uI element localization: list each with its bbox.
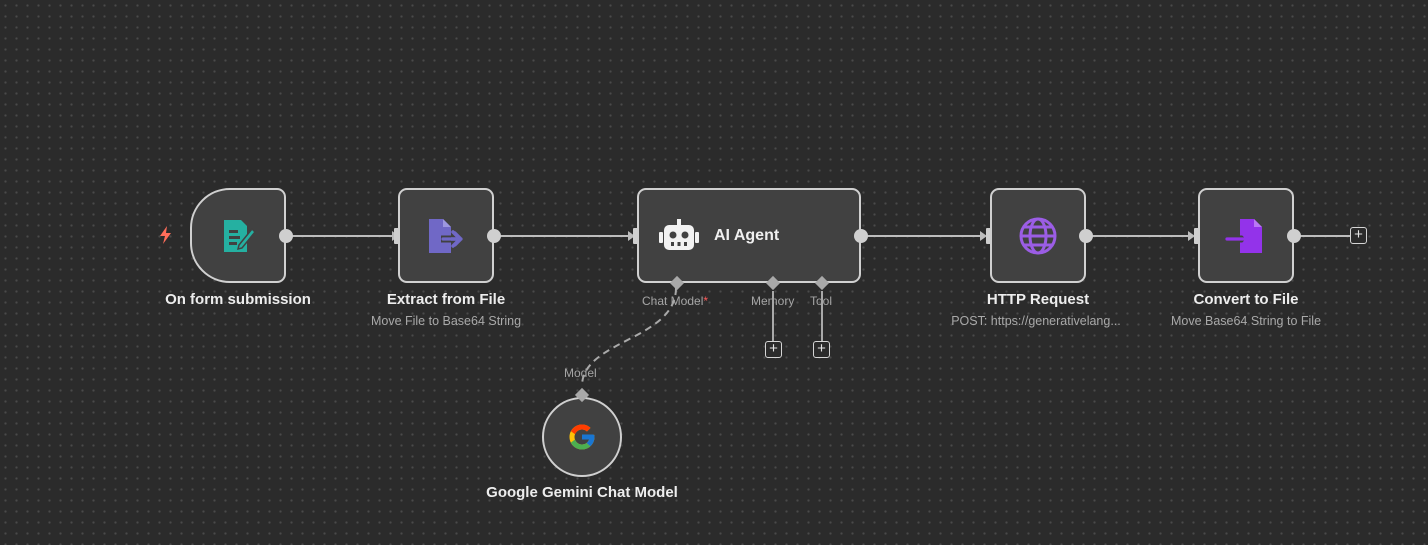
node-http-request[interactable] bbox=[990, 188, 1086, 283]
http-output-handle[interactable] bbox=[1079, 229, 1093, 243]
convert-output-handle[interactable] bbox=[1287, 229, 1301, 243]
google-icon bbox=[567, 422, 597, 452]
node-ai-agent[interactable]: AI Agent bbox=[637, 188, 861, 283]
chat-model-port-label: Chat Model* bbox=[642, 294, 709, 308]
agent-input-handle[interactable] bbox=[633, 228, 639, 244]
add-node-button[interactable]: + bbox=[1350, 227, 1367, 244]
add-memory-button[interactable]: + bbox=[765, 341, 782, 358]
node-gemini-title: Google Gemini Chat Model bbox=[486, 484, 678, 501]
model-port-label: Model bbox=[564, 366, 597, 380]
node-extract-from-file[interactable] bbox=[398, 188, 494, 283]
http-input-handle[interactable] bbox=[986, 228, 992, 244]
connection-arrow bbox=[980, 231, 987, 241]
globe-icon bbox=[1018, 216, 1058, 256]
form-trigger-output-handle[interactable] bbox=[279, 229, 293, 243]
extract-output-handle[interactable] bbox=[487, 229, 501, 243]
form-document-icon bbox=[219, 217, 257, 255]
memory-port-label: Memory bbox=[751, 294, 795, 308]
agent-output-handle[interactable] bbox=[854, 229, 868, 243]
extract-input-handle[interactable] bbox=[394, 228, 400, 244]
connection-arrow bbox=[628, 231, 635, 241]
convert-input-handle[interactable] bbox=[1194, 228, 1200, 244]
node-extract-subtitle: Move File to Base64 String bbox=[370, 314, 522, 328]
connection-arrow bbox=[1188, 231, 1195, 241]
file-import-icon bbox=[1224, 217, 1268, 255]
node-extract-title: Extract from File bbox=[386, 291, 506, 308]
file-export-icon bbox=[425, 217, 467, 255]
node-google-gemini[interactable] bbox=[542, 397, 622, 477]
connection-gemini-to-agent bbox=[581, 287, 677, 387]
node-ai-agent-title: AI Agent bbox=[714, 227, 780, 244]
add-tool-button[interactable]: + bbox=[813, 341, 830, 358]
node-convert-subtitle: Move Base64 String to File bbox=[1170, 314, 1322, 328]
node-form-trigger[interactable] bbox=[190, 188, 286, 283]
tool-port-label: Tool bbox=[810, 294, 833, 308]
node-http-title: HTTP Request bbox=[986, 291, 1090, 308]
node-convert-title: Convert to File bbox=[1193, 291, 1299, 308]
lightning-bolt-icon bbox=[158, 225, 174, 250]
required-marker: * bbox=[703, 294, 709, 308]
node-convert-to-file[interactable] bbox=[1198, 188, 1294, 283]
node-form-trigger-title: On form submission bbox=[165, 291, 311, 308]
robot-icon bbox=[659, 218, 699, 254]
node-http-subtitle: POST: https://generativelang... bbox=[951, 314, 1121, 328]
